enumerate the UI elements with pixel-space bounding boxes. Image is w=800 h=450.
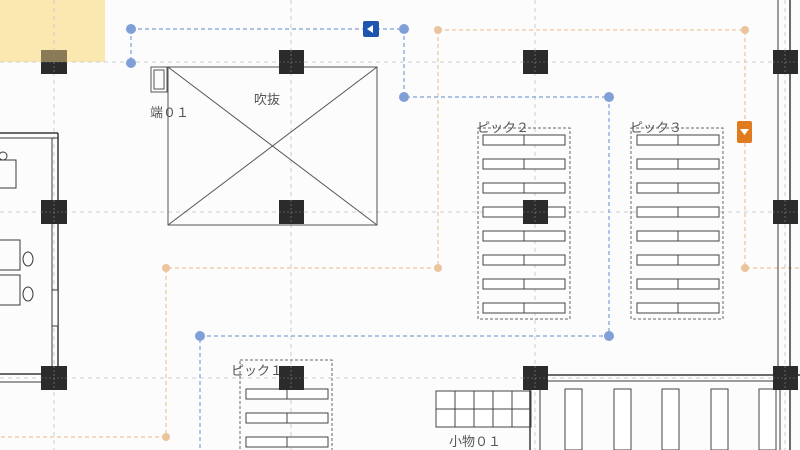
- pick-1-shelves: [245, 388, 329, 448]
- void-area[interactable]: [167, 66, 378, 226]
- pick-1-area[interactable]: [239, 359, 333, 450]
- column-marks: [41, 50, 798, 390]
- desk: [0, 159, 17, 189]
- orange-route-node: [162, 264, 170, 272]
- pick-3-label: ピック３: [630, 121, 682, 136]
- orange-route-node: [741, 26, 749, 34]
- left-room: [0, 132, 59, 383]
- blue-route-node: [399, 24, 409, 34]
- blue-route-nodes[interactable]: [126, 24, 614, 341]
- pick-3-shelves: [636, 134, 720, 314]
- desk: [0, 239, 21, 271]
- blue-route-node: [195, 331, 205, 341]
- pick-3-area[interactable]: [630, 127, 724, 320]
- pick-2-area[interactable]: [477, 127, 571, 320]
- blue-route-node: [604, 92, 614, 102]
- orange-route[interactable]: [0, 29, 800, 438]
- orange-route-node: [741, 264, 749, 272]
- orange-route-nodes[interactable]: [162, 26, 749, 441]
- blue-route-node: [399, 92, 409, 102]
- columns: [41, 50, 798, 390]
- chevron-down-icon[interactable]: [737, 121, 752, 143]
- desk: [0, 274, 21, 306]
- small-items-label: 小物０１: [449, 435, 501, 450]
- bottom-right-room: [529, 0, 800, 450]
- orange-route-node: [434, 26, 442, 34]
- edge-01-label: 端０１: [150, 106, 189, 121]
- bottom-right-racks: [564, 388, 777, 450]
- edge-01-fixture[interactable]: [150, 66, 168, 93]
- blue-route-node: [126, 24, 136, 34]
- pick-2-label: ピック２: [477, 121, 529, 136]
- orange-route-node: [162, 433, 170, 441]
- blue-route-node: [126, 58, 136, 68]
- blue-route-node: [604, 331, 614, 341]
- void-label: 吹抜: [254, 92, 280, 108]
- chevron-left-icon[interactable]: [363, 21, 379, 37]
- pick-1-label: ピック１: [231, 364, 283, 379]
- orange-route-node: [434, 264, 442, 272]
- small-items-cabinet[interactable]: [435, 390, 532, 428]
